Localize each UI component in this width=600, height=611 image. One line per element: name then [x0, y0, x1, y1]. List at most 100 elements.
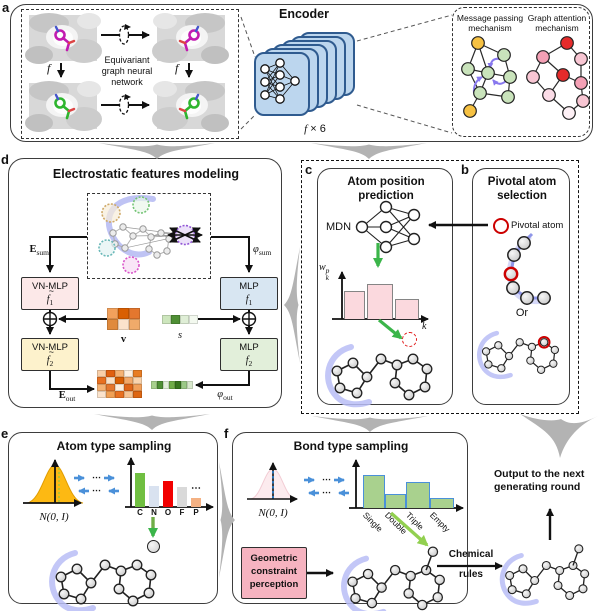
blue-arrow-right-icon	[304, 476, 315, 483]
electrostatic-graph-art	[98, 195, 203, 274]
pocket-image-bottom-left	[25, 81, 102, 132]
gaussian-curve-small	[247, 462, 298, 503]
pocket-image-bottom-right	[152, 81, 229, 132]
mechanisms-dashed-box	[452, 7, 590, 137]
e-sum-label: Esum	[29, 244, 49, 258]
rotation-icon	[118, 24, 131, 45]
graph-attention-label: Graph attention mechanism	[527, 13, 587, 34]
blue-arrow-right-icon	[334, 476, 345, 483]
blue-arrow-right-icon	[74, 474, 85, 481]
molecule-graphic	[323, 345, 447, 403]
output-molecule-graphic	[498, 544, 598, 604]
molecule-graphic	[47, 551, 171, 609]
funnel-a-to-cb	[311, 143, 427, 159]
pivotal-atom-legend-icon	[493, 218, 509, 234]
bond-type-axes	[349, 459, 464, 512]
message-passing-graph	[461, 36, 517, 118]
blue-arrow-right-icon	[104, 474, 115, 481]
gaussian-label: N(0, I)	[39, 511, 69, 523]
output-label: Output to the next generating round	[494, 468, 585, 493]
graph-attention-graph	[526, 36, 590, 120]
panel-d-wires	[42, 236, 257, 393]
fragment-chain	[503, 232, 551, 305]
pocket-image-top-left	[25, 13, 102, 64]
panel-e-title: Atom type sampling	[56, 439, 172, 453]
message-passing-label: Message passing mechanism	[456, 13, 524, 34]
panel-d-title: Electrostatic features modeling	[52, 167, 240, 181]
funnel-cb-to-f	[312, 416, 428, 432]
funnel-c-to-d	[284, 247, 300, 363]
molecule-graphic	[475, 327, 569, 382]
equivariant-label: Equivariant graph neural network	[101, 55, 153, 87]
mdn-label: MDN	[326, 221, 352, 233]
panel-a: f f Equivariant graph neural network Enc…	[10, 4, 593, 142]
panel-f-wires	[307, 511, 429, 577]
or-label: Or	[515, 307, 529, 319]
molecule-graphic	[337, 546, 463, 605]
chemical-rules-label-top: Chemical	[448, 549, 494, 560]
dots-label: ⋯	[322, 487, 331, 497]
vn-mlp-label: VN-MLP	[32, 281, 68, 292]
oplus-icon	[241, 311, 257, 327]
chemical-rules-label-bottom: rules	[459, 569, 483, 580]
blue-arrow-left-icon	[308, 489, 319, 496]
k-axis-label: k	[422, 321, 427, 332]
encoder-title: Encoder	[278, 7, 329, 21]
atom-type-axes	[125, 457, 214, 511]
trailing-dots-label: ⋯	[191, 483, 201, 494]
pivotal-atom-ring	[537, 335, 551, 349]
predicted-position-circle	[402, 332, 417, 347]
v-matrix	[107, 308, 140, 330]
f-map-label: f	[175, 61, 179, 75]
encoder-stack	[254, 32, 355, 116]
panel-c-title: Atom position prediction	[347, 176, 425, 203]
panel-a-label: a	[2, 0, 10, 15]
vn-mlp-f1-box: VN-MLP ~f1	[21, 277, 79, 310]
f-map-label: f	[47, 61, 51, 75]
blue-arrow-left-icon	[78, 487, 89, 494]
position-histogram	[344, 284, 419, 319]
sampled-atom-dot	[147, 540, 160, 553]
panel-e-label: e	[1, 426, 9, 441]
blue-arrow-left-icon	[108, 487, 119, 494]
s-vector	[162, 315, 198, 324]
rotation-icon	[118, 94, 131, 115]
panel-e-wires	[148, 517, 158, 538]
panel-d-label: d	[1, 152, 9, 167]
gaussian-curve	[23, 459, 84, 507]
funnel-b-to-output	[520, 414, 598, 458]
geometric-constraint-box: Geometric constraint perception	[241, 547, 307, 599]
panel-b-label: b	[461, 162, 469, 177]
mlp-f2-box: MLP f2	[220, 338, 278, 371]
sampled-bond-atom	[427, 546, 439, 558]
e-out-label: Eout	[58, 390, 76, 404]
pocket-image-top-right	[152, 13, 229, 64]
phi-out-vector	[151, 381, 193, 389]
blue-arrow-left-icon	[338, 489, 349, 496]
vn-mlp-label: VN-MLP	[32, 342, 68, 353]
panel-f-title: Bond type sampling	[293, 439, 409, 453]
mlp-label: MLP	[239, 342, 259, 353]
dots-label: ⋯	[92, 472, 101, 482]
selection-prediction-dashed-box	[301, 160, 579, 414]
panel-b: Pivotal atom selection Pivotal atom Or	[472, 168, 570, 405]
panel-c-label: c	[305, 162, 313, 177]
s-label: s	[177, 330, 183, 341]
v-label: v	[120, 334, 127, 345]
panel-c-wires	[332, 243, 429, 340]
phi-sum-label: φsum	[253, 244, 272, 258]
encoder-stack-caption: f × 6	[304, 123, 326, 135]
equivariance-dashed-box	[21, 9, 239, 139]
funnel-a-to-d	[99, 143, 215, 159]
pivotal-atom-legend-label: Pivotal atom	[511, 220, 564, 231]
panel-b-title: Pivotal atom selection	[487, 176, 557, 203]
oplus-icon	[42, 311, 58, 327]
panel-f-label: f	[224, 426, 229, 441]
dots-label: ⋯	[92, 485, 101, 495]
latent-exchange-arrows: ⋯ ⋯	[73, 471, 129, 497]
